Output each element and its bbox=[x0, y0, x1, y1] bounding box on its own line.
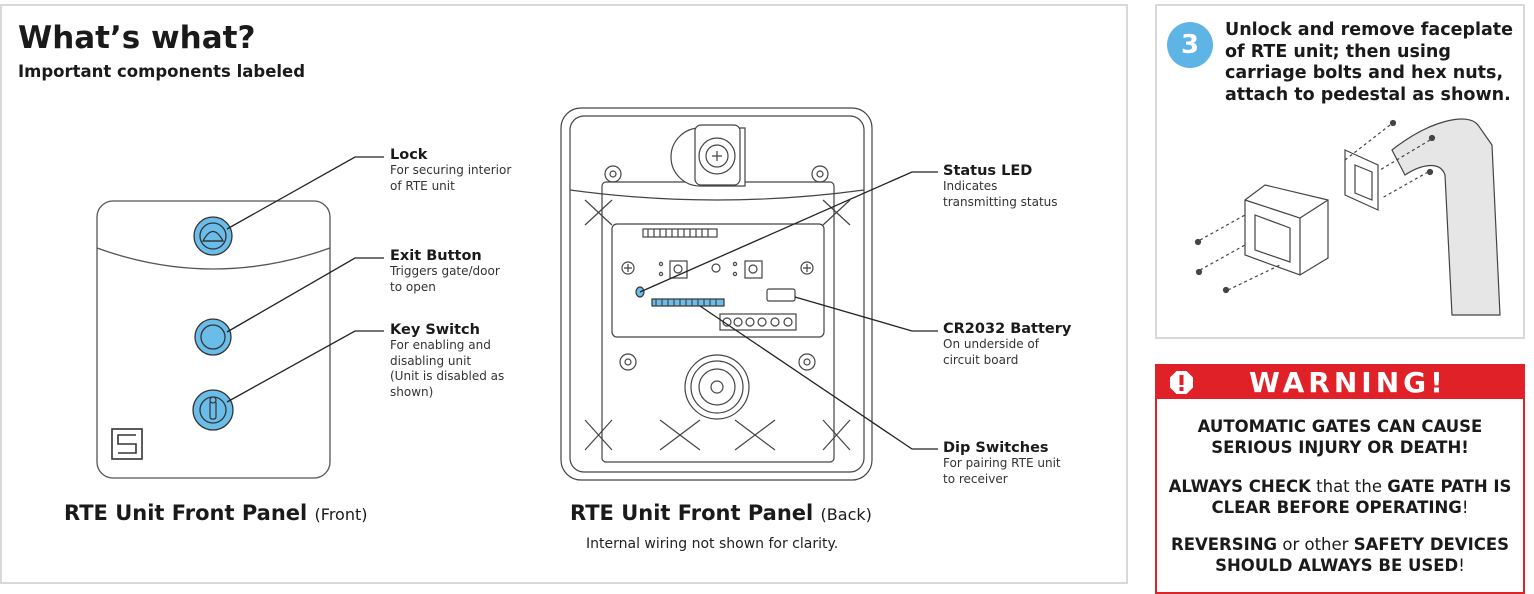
warning-p2-a: ALWAYS CHECK bbox=[1168, 477, 1311, 496]
back-caption: RTE Unit Front Panel (Back) bbox=[570, 501, 872, 525]
callout-key-desc-4: shown) bbox=[390, 384, 434, 399]
callout-exit-desc-2: to open bbox=[390, 279, 436, 294]
warning-exclamation-icon bbox=[1170, 371, 1193, 394]
step-number-badge: 3 bbox=[1167, 22, 1213, 68]
warning-title: WARNING! bbox=[1249, 366, 1447, 399]
warning-p2-d: ! bbox=[1461, 498, 1469, 517]
callout-lock-desc-1: For securing interior bbox=[390, 163, 512, 177]
callout-battery: CR2032 Battery On underside of circuit b… bbox=[943, 321, 1071, 368]
callout-exit-desc-1: Triggers gate/door bbox=[390, 264, 500, 278]
callout-battery-desc-2: circuit board bbox=[943, 352, 1019, 367]
back-caption-light: (Back) bbox=[820, 505, 872, 524]
callout-led-title: Status LED bbox=[943, 163, 1033, 179]
back-panel-drawing bbox=[560, 107, 873, 481]
front-panel-drawing bbox=[96, 156, 384, 479]
callout-lock: Lock For securing interior of RTE unit bbox=[390, 147, 511, 194]
callout-led-desc-1: Indicates bbox=[943, 179, 998, 193]
page-subtitle: Important components labeled bbox=[18, 62, 306, 81]
callout-key-title: Key Switch bbox=[390, 322, 480, 338]
front-caption-bold: RTE Unit Front Panel bbox=[64, 501, 308, 525]
callout-led-desc-2: transmitting status bbox=[943, 194, 1058, 209]
callout-key-desc-2: disabling unit bbox=[390, 353, 472, 368]
warning-p3-a: REVERSING bbox=[1171, 535, 1278, 554]
step-instruction: Unlock and remove faceplate of RTE unit;… bbox=[1225, 20, 1514, 105]
warning-p3-d: ! bbox=[1458, 556, 1465, 575]
back-caption-bold: RTE Unit Front Panel bbox=[570, 501, 814, 525]
step-3-box: 3 Unlock and remove faceplate of RTE uni… bbox=[1155, 4, 1525, 339]
callout-status-led: Status LED Indicates transmitting status bbox=[943, 163, 1058, 210]
callout-battery-desc-1: On underside of bbox=[943, 337, 1039, 351]
warning-paragraph-2: ALWAYS CHECK that the GATE PATH IS CLEAR… bbox=[1157, 476, 1523, 518]
back-leader-lines bbox=[639, 171, 938, 450]
warning-header: WARNING! bbox=[1157, 366, 1523, 399]
rte-diagrams bbox=[96, 107, 1501, 481]
callout-lock-title: Lock bbox=[390, 147, 428, 163]
callout-key-switch: Key Switch For enabling and disabling un… bbox=[390, 322, 504, 400]
warning-box: WARNING! AUTOMATIC GATES CAN CAUSE SERIO… bbox=[1155, 364, 1525, 594]
pedestal-mount-illustration bbox=[1194, 118, 1501, 316]
warning-paragraph-1: AUTOMATIC GATES CAN CAUSE SERIOUS INJURY… bbox=[1197, 417, 1483, 457]
callout-dip-desc-1: For pairing RTE unit bbox=[943, 456, 1061, 470]
back-note: Internal wiring not shown for clarity. bbox=[586, 536, 839, 552]
callout-dip-title: Dip Switches bbox=[943, 440, 1049, 456]
page-title: What’s what? bbox=[18, 20, 256, 56]
warning-p2-b: that the bbox=[1310, 477, 1388, 496]
callout-exit-title: Exit Button bbox=[390, 248, 482, 264]
callout-battery-title: CR2032 Battery bbox=[943, 321, 1072, 337]
brand-logo-icon bbox=[111, 428, 143, 460]
front-caption: RTE Unit Front Panel (Front) bbox=[64, 501, 368, 525]
lock-icon bbox=[193, 216, 233, 256]
callout-key-desc-3: (Unit is disabled as bbox=[390, 369, 505, 383]
warning-p2-c: GATE PATH IS CLEAR BEFORE OPERATING bbox=[1211, 477, 1512, 517]
callout-dip-desc-2: to receiver bbox=[943, 471, 1008, 486]
callout-exit-button: Exit Button Triggers gate/door to open bbox=[390, 248, 500, 295]
key-switch-icon bbox=[192, 389, 234, 431]
callout-key-desc-1: For enabling and bbox=[390, 338, 491, 352]
front-caption-light: (Front) bbox=[314, 505, 368, 524]
callout-lock-desc-2: of RTE unit bbox=[390, 178, 455, 193]
exit-button-icon bbox=[194, 318, 232, 356]
callout-dip-switches: Dip Switches For pairing RTE unit to rec… bbox=[943, 440, 1061, 487]
warning-p3-b: or other bbox=[1277, 535, 1354, 554]
